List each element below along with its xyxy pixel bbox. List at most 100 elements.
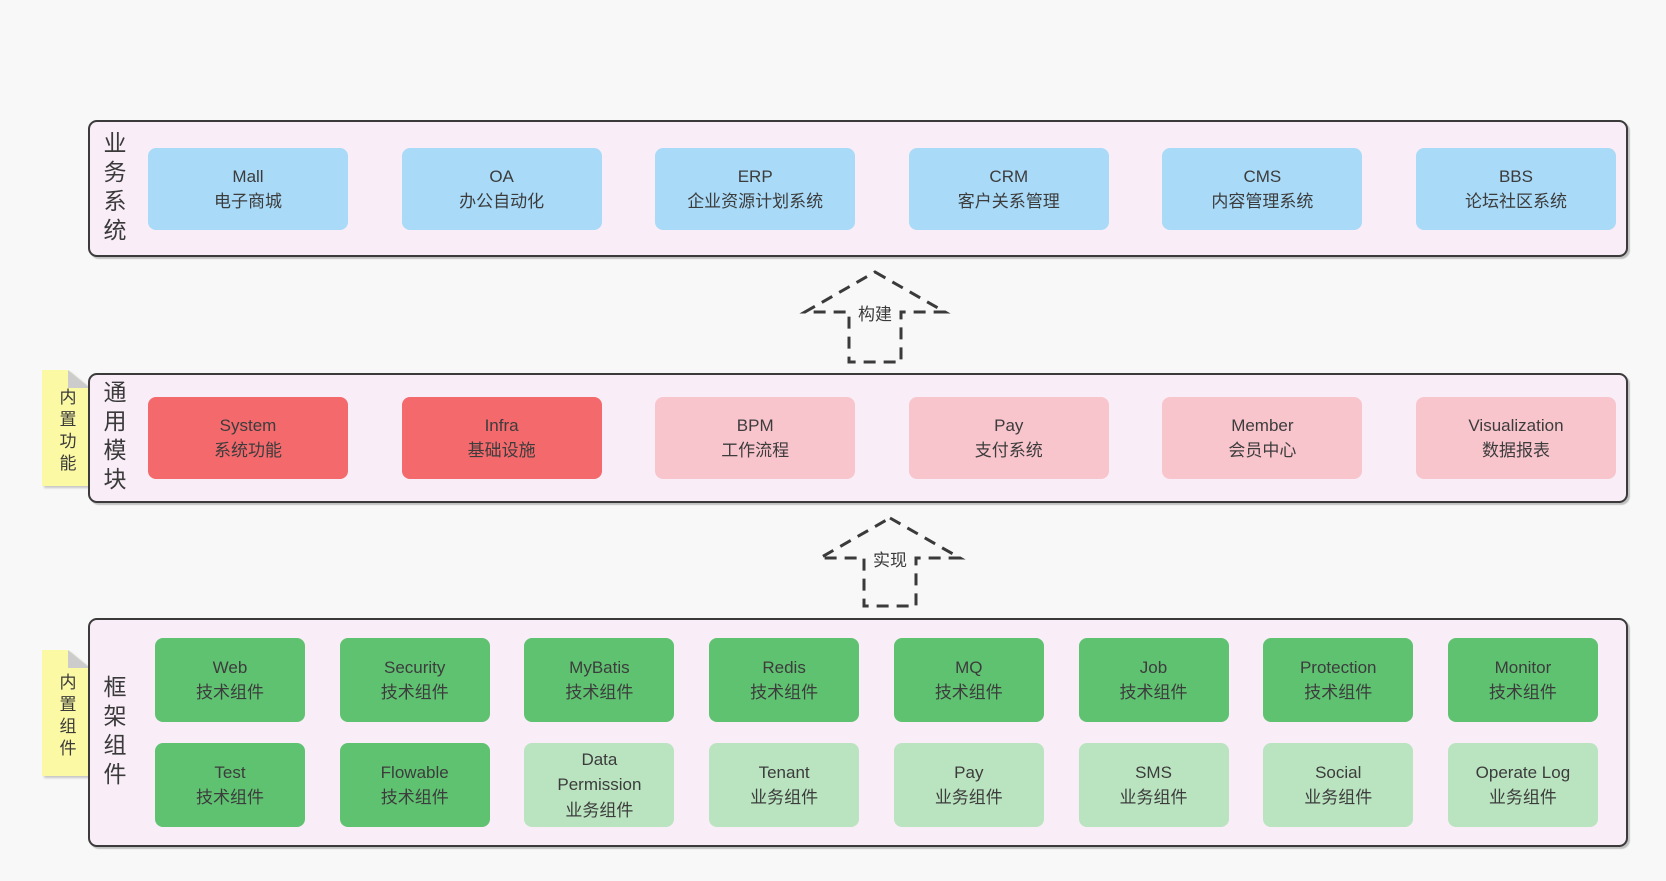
box-bbs: BBS 论坛社区系统 (1415, 148, 1616, 230)
box-mybatis: MyBatis 技术组件 (524, 638, 675, 722)
box-subtitle: 基础设施 (467, 441, 536, 460)
folded-corner-icon (68, 370, 90, 388)
band-label-business-systems: 业务系统 (100, 130, 126, 247)
band-framework-components: 框架组件 Web 技术组件 Security 技术组件 MyBatis 技术组件 Redis 技… (88, 618, 1628, 847)
box-monitor: Monitor 技术组件 (1447, 638, 1598, 722)
box-subtitle: 工作流程 (721, 441, 790, 460)
dashed-up-arrow-icon (799, 270, 951, 364)
box-subtitle: 业务组件 (565, 800, 634, 820)
box-title: Monitor (1494, 657, 1552, 677)
box-data-permission: Data Permission 业务组件 (524, 743, 675, 827)
box-title: Operate Log (1475, 762, 1571, 782)
box-security: Security 技术组件 (339, 638, 490, 722)
box-title: Mall (232, 166, 264, 186)
box-sms: SMS 业务组件 (1078, 743, 1229, 827)
box-web: Web 技术组件 (155, 638, 305, 722)
band-common-modules-row-0: System 系统功能 Infra 基础设施 BPM 工作流程 Pay 支付系统 Member 会… (148, 397, 1616, 479)
box-pay-business: Pay 业务组件 (893, 743, 1044, 827)
box-title: Visualization (1468, 415, 1564, 435)
box-bpm: BPM 工作流程 (655, 397, 856, 479)
box-subtitle: 内容管理系统 (1211, 192, 1314, 211)
box-title: BBS (1498, 166, 1533, 186)
box-oa: OA 办公自动化 (401, 148, 602, 230)
box-member: Member 会员中心 (1162, 397, 1363, 479)
box-title: Pay (994, 415, 1024, 435)
band-common-modules: 通用模块 System 系统功能 Infra 基础设施 BPM 工作流程 Pay 支付系统 Mem… (88, 373, 1628, 503)
box-subtitle: 论坛社区系统 (1464, 192, 1567, 211)
arrow-label: 实现 (870, 549, 910, 574)
box-subtitle: 技术组件 (750, 683, 819, 702)
box-subtitle: 业务组件 (1488, 788, 1557, 807)
box-title: Data Permission (557, 749, 642, 795)
box-title: Protection (1299, 657, 1377, 677)
box-subtitle: 数据报表 (1481, 441, 1550, 460)
box-title: System (219, 415, 277, 435)
box-subtitle: 技术组件 (380, 788, 449, 807)
box-subtitle: 业务组件 (1304, 788, 1373, 807)
box-subtitle: 会员中心 (1228, 441, 1297, 460)
sticky-note-label: 内置组件 (56, 673, 76, 761)
sticky-note-common-modules: 内置功能 (42, 370, 90, 486)
box-subtitle: 系统功能 (214, 441, 282, 460)
band-label-common-modules: 通用模块 (100, 380, 126, 496)
box-infra: Infra 基础设施 (401, 397, 602, 479)
box-title: OA (489, 166, 514, 186)
box-title: CRM (989, 166, 1029, 186)
sticky-note-label: 内置功能 (56, 388, 76, 476)
box-subtitle: 技术组件 (565, 683, 634, 702)
box-pay: Pay 支付系统 (908, 397, 1109, 479)
box-title: Social (1315, 762, 1362, 782)
box-operate-log: Operate Log 业务组件 (1447, 743, 1598, 827)
box-subtitle: 技术组件 (196, 788, 264, 807)
box-subtitle: 技术组件 (1488, 683, 1557, 702)
box-title: BPM (736, 415, 774, 435)
box-subtitle: 技术组件 (196, 683, 264, 702)
sticky-note-shape-icon (42, 370, 90, 486)
box-title: Test (214, 762, 246, 782)
box-visualization: Visualization 数据报表 (1415, 397, 1616, 479)
box-subtitle: 业务组件 (750, 788, 819, 807)
box-subtitle: 支付系统 (974, 441, 1043, 460)
box-cms: CMS 内容管理系统 (1162, 148, 1363, 230)
box-title: MQ (955, 657, 983, 677)
box-title: Web (212, 657, 248, 677)
box-title: Flowable (380, 762, 449, 782)
box-title: Infra (484, 415, 519, 435)
box-subtitle: 业务组件 (934, 788, 1003, 807)
box-subtitle: 业务组件 (1119, 788, 1188, 807)
box-title: CMS (1243, 166, 1282, 186)
box-title: Redis (762, 657, 806, 677)
box-title: Security (383, 657, 446, 677)
folded-corner-icon (68, 650, 90, 668)
box-mq: MQ 技术组件 (893, 638, 1044, 722)
box-title: Pay (954, 762, 984, 782)
box-flowable: Flowable 技术组件 (339, 743, 490, 827)
box-crm: CRM 客户关系管理 (908, 148, 1109, 230)
arrow-label: 构建 (855, 303, 895, 328)
box-subtitle: 办公自动化 (459, 192, 545, 211)
box-test: Test 技术组件 (155, 743, 305, 827)
box-subtitle: 技术组件 (1304, 683, 1373, 702)
box-subtitle: 技术组件 (380, 683, 449, 702)
box-subtitle: 客户关系管理 (957, 192, 1060, 211)
sticky-note-framework-components: 内置组件 (42, 650, 90, 776)
box-redis: Redis 技术组件 (709, 638, 860, 722)
box-system: System 系统功能 (148, 397, 348, 479)
box-title: Member (1231, 415, 1294, 435)
box-title: MyBatis (569, 657, 630, 677)
box-title: SMS (1135, 762, 1172, 782)
box-subtitle: 企业资源计划系统 (687, 192, 824, 211)
dashed-up-arrow-icon (814, 516, 966, 608)
sticky-note-shape-icon (42, 650, 90, 776)
box-subtitle: 技术组件 (934, 683, 1003, 702)
box-social: Social 业务组件 (1263, 743, 1414, 827)
band-label-framework-components: 框架组件 (100, 674, 126, 791)
box-title: Job (1139, 657, 1168, 677)
